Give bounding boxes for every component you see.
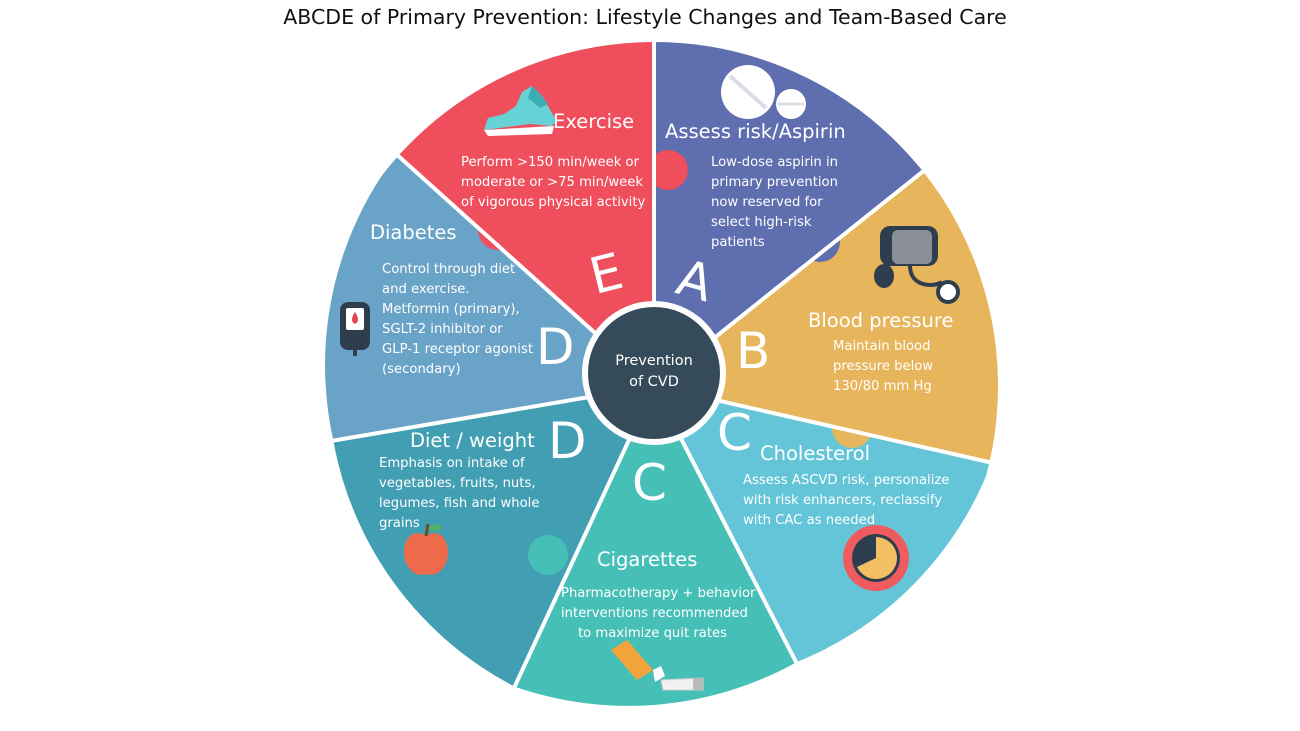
segment-cigarettes [514, 386, 797, 706]
segment-text-cigarettes: Pharmacotherapy + behavior interventions… [561, 586, 760, 641]
segment-letter-d-diet: D [548, 412, 587, 470]
puzzle-tab [528, 535, 568, 575]
puzzle-tab [435, 378, 475, 418]
segment-letter-b: B [736, 322, 770, 380]
puzzle-tab [832, 408, 872, 448]
segment-cholesterol [654, 386, 992, 663]
hub-label-line2: of CVD [629, 374, 679, 390]
segment-text-blood-pressure: Maintain blood pressure below 130/80 mm … [833, 339, 937, 394]
segment-text-assess-risk-aspirin: Low-dose aspirin in primary prevention n… [711, 155, 842, 250]
segment-title-diet-weight: Diet / weight [410, 429, 535, 452]
puzzle-tab [648, 150, 688, 190]
segment-title-exercise: Exercise [553, 110, 634, 133]
hub-circle [588, 307, 720, 439]
segment-diet-weight [333, 386, 654, 687]
segment-title-diabetes: Diabetes [370, 221, 457, 244]
segment-letter-d-diabetes: D [536, 318, 575, 376]
artery-plaque-icon [843, 525, 909, 591]
broken-cigarette-icon [611, 640, 704, 691]
segment-letter-c-cholesterol: C [717, 404, 752, 462]
segment-text-cholesterol: Assess ASCVD risk, personalize with risk… [743, 473, 954, 528]
apple-icon [404, 523, 448, 575]
segment-text-diabetes: Control through diet and exercise. Metfo… [382, 262, 537, 377]
puzzle-tabs [435, 150, 872, 575]
segment-title-blood-pressure: Blood pressure [808, 309, 953, 332]
segment-letter-c-cigarettes: C [632, 454, 667, 512]
page-title: ABCDE of Primary Prevention: Lifestyle C… [283, 5, 1007, 29]
blood-pressure-cuff-icon [874, 226, 960, 304]
running-shoe-icon [484, 86, 556, 136]
segment-diabetes [325, 154, 654, 441]
hub-label-line1: Prevention [615, 353, 693, 369]
pills-icon [721, 65, 806, 119]
segment-text-exercise: Perform >150 min/week or moderate or >75… [461, 155, 647, 210]
segment-title-assess-risk-aspirin: Assess risk/Aspirin [665, 120, 846, 143]
glucose-meter-icon [340, 302, 370, 356]
puzzle-tab [478, 210, 518, 250]
segment-text-diet-weight: Emphasis on intake of vegetables, fruits… [379, 456, 544, 531]
segment-title-cigarettes: Cigarettes [597, 548, 697, 571]
segment-exercise [396, 39, 654, 386]
segment-assess-risk-aspirin [654, 40, 925, 386]
puzzle-tab [800, 222, 840, 262]
segment-title-cholesterol: Cholesterol [760, 442, 870, 465]
